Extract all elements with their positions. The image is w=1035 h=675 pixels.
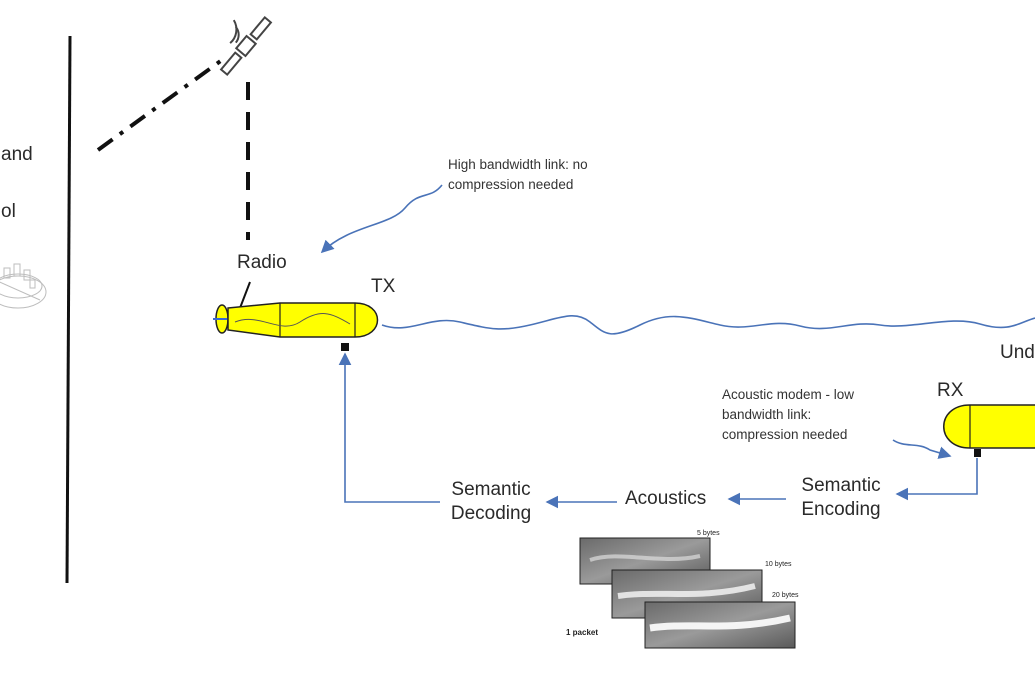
tx-vehicle bbox=[213, 302, 379, 351]
packet-label: 1 packet bbox=[566, 628, 599, 637]
semantic-decoding-label: Semantic Decoding bbox=[436, 478, 546, 526]
left-label-line2: ol bbox=[1, 201, 16, 222]
note-pointer-high bbox=[320, 184, 443, 254]
sonar-image-stack bbox=[579, 537, 796, 649]
semantic-decoding-line1: Semantic bbox=[451, 479, 531, 500]
tx-label: TX bbox=[371, 276, 396, 297]
semantic-encoding-label: Semantic Encoding bbox=[786, 474, 896, 522]
size-label-20-bytes: 20 bytes bbox=[772, 592, 799, 599]
satellite-icon bbox=[219, 15, 273, 77]
left-label-line1: and bbox=[1, 144, 33, 165]
radio-pointer bbox=[239, 281, 251, 309]
size-label-5-bytes: 5 bytes bbox=[697, 530, 720, 537]
size-label-10-bytes: 10 bytes bbox=[765, 561, 792, 568]
acoustic-modem-note-line2: bandwidth link: bbox=[722, 407, 812, 422]
semantic-decoding-line2: Decoding bbox=[450, 503, 532, 524]
rx-vehicle bbox=[943, 404, 1035, 457]
satellite-link-diagonal bbox=[96, 58, 224, 152]
divider-line bbox=[65, 35, 72, 584]
note-pointer-acoustic bbox=[892, 439, 952, 459]
underwater-label: Und bbox=[1000, 342, 1035, 363]
semantic-encoding-line1: Semantic bbox=[801, 475, 881, 496]
wireless-link-wave bbox=[381, 315, 1035, 335]
acoustics-label: Acoustics bbox=[625, 488, 707, 509]
acoustic-modem-note-line1: Acoustic modem - low bbox=[722, 387, 855, 402]
semantic-encoding-line2: Encoding bbox=[801, 499, 881, 520]
high-bandwidth-note-line2: compression needed bbox=[448, 177, 574, 192]
flow-rx-to-encoding bbox=[895, 458, 978, 501]
radio-label: Radio bbox=[237, 252, 287, 273]
acoustic-modem-note: Acoustic modem - low bandwidth link: com… bbox=[722, 385, 912, 445]
rx-label: RX bbox=[937, 380, 964, 401]
acoustic-modem-note-line3: compression needed bbox=[722, 427, 848, 442]
flow-decoding-to-tx bbox=[338, 352, 440, 503]
high-bandwidth-note: High bandwidth link: no compression need… bbox=[448, 155, 648, 195]
high-bandwidth-note-line1: High bandwidth link: no bbox=[448, 157, 588, 172]
ground-station-icon bbox=[0, 263, 47, 309]
